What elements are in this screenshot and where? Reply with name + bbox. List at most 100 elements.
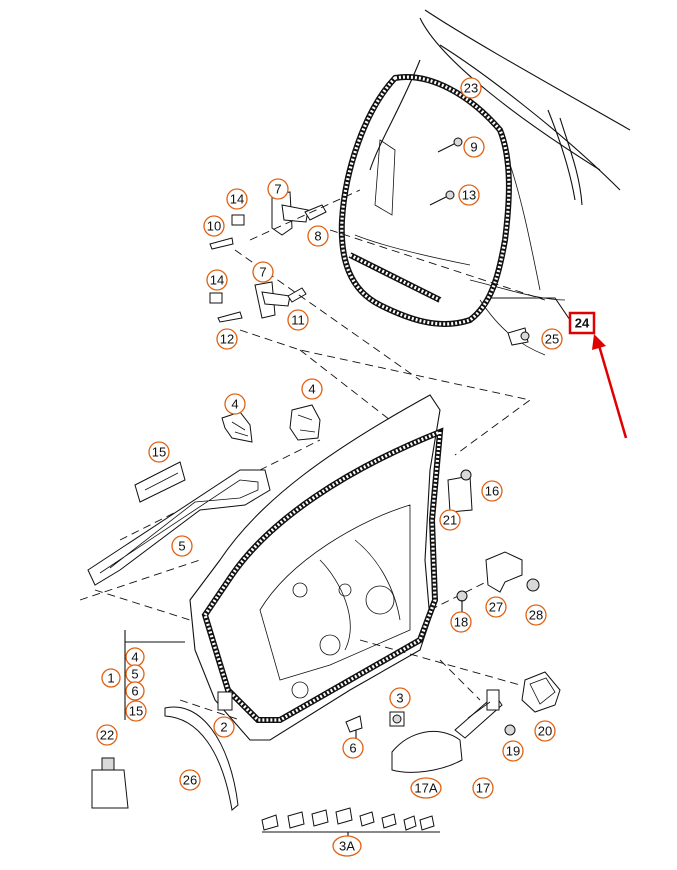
svg-text:3A: 3A bbox=[339, 839, 355, 854]
svg-text:16: 16 bbox=[485, 484, 499, 499]
callout-24-highlighted: 24 bbox=[568, 311, 596, 335]
callout-11: 11 bbox=[287, 309, 309, 331]
callout-17a: 17A bbox=[410, 777, 442, 799]
callout-7-lower: 7 bbox=[252, 261, 274, 283]
callout-4-group: 4 bbox=[125, 647, 145, 667]
callout-10: 10 bbox=[203, 215, 225, 237]
svg-text:13: 13 bbox=[462, 188, 476, 203]
adhesive-bottle-22 bbox=[91, 757, 129, 809]
svg-text:26: 26 bbox=[183, 773, 197, 788]
svg-text:5: 5 bbox=[178, 539, 185, 554]
callout-4-left: 4 bbox=[224, 393, 246, 415]
bracket-27 bbox=[485, 551, 523, 593]
svg-text:25: 25 bbox=[545, 332, 559, 347]
svg-text:7: 7 bbox=[274, 182, 281, 197]
bracket-4-right bbox=[289, 404, 321, 441]
callout-26: 26 bbox=[179, 769, 201, 791]
callout-1: 1 bbox=[101, 668, 121, 688]
callout-9: 9 bbox=[463, 136, 485, 158]
group-bracket-1 bbox=[124, 630, 185, 720]
callout-17: 17 bbox=[472, 777, 494, 799]
bracket-16 bbox=[447, 469, 473, 513]
bolt-18 bbox=[456, 590, 468, 612]
callout-22: 22 bbox=[96, 724, 118, 746]
svg-text:9: 9 bbox=[470, 140, 477, 155]
svg-text:15: 15 bbox=[152, 445, 166, 460]
door-inner-panel bbox=[189, 394, 444, 741]
screw-6 bbox=[345, 715, 363, 742]
callout-4-right: 4 bbox=[301, 378, 323, 400]
cover-20 bbox=[521, 671, 561, 713]
edge-seal-26 bbox=[164, 706, 239, 811]
svg-text:7: 7 bbox=[259, 265, 266, 280]
buffer-2 bbox=[217, 691, 233, 711]
callout-16: 16 bbox=[481, 480, 503, 502]
bracket-4-left bbox=[221, 411, 253, 443]
svg-text:14: 14 bbox=[230, 192, 244, 207]
svg-text:10: 10 bbox=[207, 219, 221, 234]
callout-12: 12 bbox=[216, 328, 238, 350]
handle-carrier-17 bbox=[454, 689, 503, 739]
upper-hinge bbox=[209, 191, 327, 250]
callout-5-upper: 5 bbox=[171, 535, 193, 557]
callout-15-upper: 15 bbox=[148, 441, 170, 463]
svg-text:4: 4 bbox=[308, 382, 315, 397]
callout-20: 20 bbox=[534, 720, 556, 742]
svg-text:22: 22 bbox=[100, 728, 114, 743]
callout-8: 8 bbox=[307, 225, 329, 247]
callout-5-group: 5 bbox=[125, 664, 145, 684]
svg-text:24: 24 bbox=[575, 316, 590, 331]
svg-text:17: 17 bbox=[476, 781, 490, 796]
callout-18: 18 bbox=[450, 611, 472, 633]
callout-25: 25 bbox=[541, 328, 563, 350]
svg-text:17A: 17A bbox=[414, 781, 437, 796]
svg-text:8: 8 bbox=[314, 229, 321, 244]
door-handle-17a bbox=[391, 730, 463, 773]
svg-text:4: 4 bbox=[231, 397, 238, 412]
svg-text:6: 6 bbox=[131, 684, 138, 699]
door-seal-23 bbox=[338, 74, 512, 328]
leader-24 bbox=[490, 297, 571, 321]
nut-28 bbox=[526, 578, 540, 592]
callout-7-upper: 7 bbox=[267, 178, 289, 200]
bolt-13 bbox=[429, 190, 455, 206]
car-body-outline bbox=[369, 9, 631, 356]
screw-19 bbox=[504, 724, 516, 736]
highlight-arrow bbox=[592, 334, 628, 439]
svg-text:19: 19 bbox=[506, 744, 520, 759]
callout-6: 6 bbox=[342, 737, 364, 759]
callout-3: 3 bbox=[389, 687, 411, 709]
callout-14-upper: 14 bbox=[226, 188, 248, 210]
grommet-3 bbox=[389, 711, 405, 727]
plug-25 bbox=[507, 327, 530, 346]
callout-2: 2 bbox=[213, 716, 235, 738]
callout-23: 23 bbox=[460, 77, 482, 99]
svg-text:15: 15 bbox=[129, 704, 143, 719]
screw-set-3a bbox=[261, 807, 440, 838]
svg-text:18: 18 bbox=[454, 615, 468, 630]
callout-27: 27 bbox=[485, 596, 507, 618]
svg-text:6: 6 bbox=[349, 741, 356, 756]
bolt-9 bbox=[437, 137, 463, 153]
svg-text:20: 20 bbox=[538, 724, 552, 739]
svg-text:1: 1 bbox=[107, 671, 114, 686]
callout-28: 28 bbox=[525, 604, 547, 626]
foil-15 bbox=[134, 461, 186, 503]
callout-19: 19 bbox=[502, 740, 524, 762]
callout-15-group: 15 bbox=[125, 700, 147, 722]
svg-text:2: 2 bbox=[220, 720, 227, 735]
callout-21: 21 bbox=[439, 509, 461, 531]
seal-strip-5 bbox=[87, 469, 271, 586]
callout-13: 13 bbox=[458, 184, 480, 206]
callout-6-group: 6 bbox=[125, 681, 145, 701]
svg-text:14: 14 bbox=[210, 273, 224, 288]
svg-text:27: 27 bbox=[489, 600, 503, 615]
svg-text:21: 21 bbox=[443, 513, 457, 528]
callout-14-lower: 14 bbox=[206, 269, 228, 291]
svg-text:12: 12 bbox=[220, 332, 234, 347]
svg-text:28: 28 bbox=[529, 608, 543, 623]
svg-text:23: 23 bbox=[464, 81, 478, 96]
svg-text:5: 5 bbox=[131, 667, 138, 682]
callout-3a: 3A bbox=[332, 835, 362, 857]
